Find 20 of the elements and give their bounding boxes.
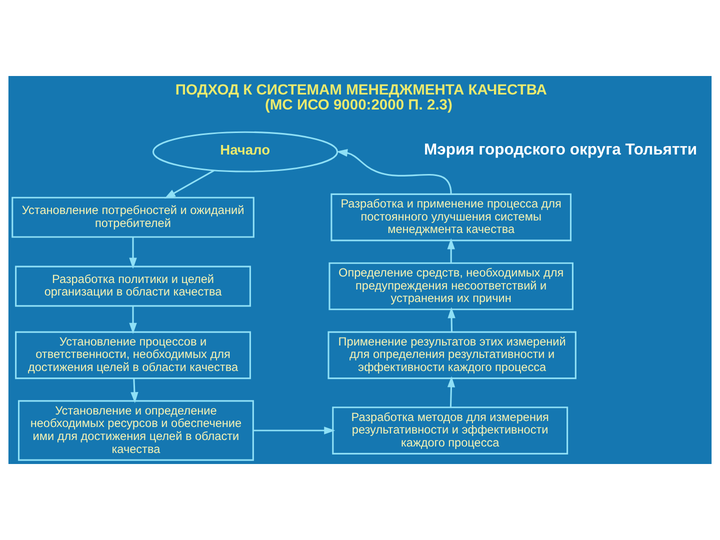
arrow: [164, 170, 214, 199]
node-box: Разработка политики и целей организации в области качества: [15, 266, 251, 307]
arrow: [130, 378, 138, 404]
node-box: Установление и определение необходимых ресурсов и обеспечение ими для достижения целей в области качества: [18, 400, 254, 461]
node-box: Разработка и применение процесса для постоянного улучшения системы менеджмента качества: [330, 193, 572, 242]
node-box: Определение средств, необходимых для предупреждения несоответствий и устранения их причин: [328, 262, 574, 310]
node-box: Установление потребностей и ожиданий потребителей: [12, 196, 254, 238]
node-box: Применение результатов этих измерений для определения результативности и эффективности каждого процесса: [328, 331, 576, 380]
node-box: Разработка методов для измерения результативности и эффективности каждого процесса: [332, 406, 568, 454]
node-ellipse: Начало: [152, 131, 338, 172]
arrow: [447, 376, 456, 408]
arrow: [129, 306, 137, 334]
arrow: [336, 149, 452, 194]
node-box: Установление процессов и ответственности, необходимых для достижения целей в области качества: [15, 331, 251, 380]
label: Мэрия городского округа Тольятти: [424, 142, 698, 159]
arrow: [129, 237, 137, 269]
arrow: [253, 426, 336, 434]
arrow: [448, 307, 456, 332]
arrow: [447, 238, 455, 263]
diagram-title: ПОДХОД К СИСТЕМАМ МЕНЕДЖМЕНТА КАЧЕСТВА (МС ИСО 9000:2000 П. 2.3): [175, 82, 547, 114]
